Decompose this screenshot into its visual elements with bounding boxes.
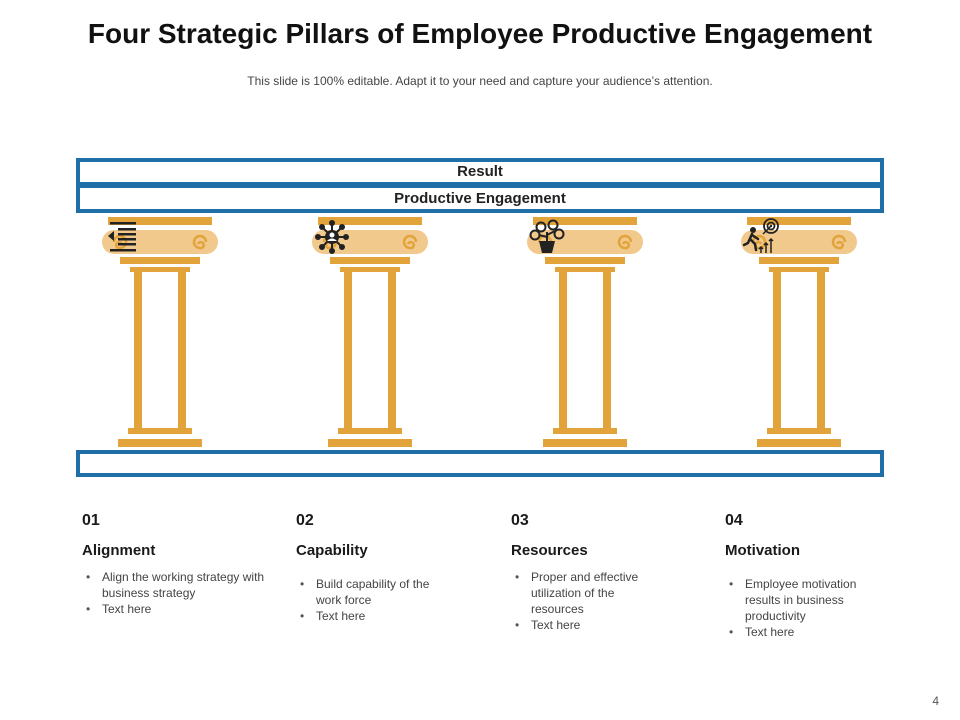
- bullet-item: Text here: [82, 601, 272, 617]
- pillar-info-3: 03 Resources Proper and effective utiliz…: [511, 512, 701, 633]
- pillar-heading: Resources: [511, 542, 588, 559]
- page-number: 4: [932, 694, 939, 708]
- bullet-item: Align the working strategy with business…: [82, 569, 272, 601]
- pillar-heading: Capability: [296, 542, 368, 559]
- pillar-number: 04: [725, 512, 743, 529]
- pillar-info-2: 02 Capability Build capability of the wo…: [296, 512, 486, 624]
- pillar-heading: Alignment: [82, 542, 156, 559]
- bullet-list: Build capability of the work force Text …: [296, 576, 486, 624]
- bullet-list: Proper and effective utilization of the …: [511, 569, 701, 633]
- slide-subtitle: This slide is 100% editable. Adapt it to…: [247, 74, 713, 88]
- slide-title: Four Strategic Pillars of Employee Produ…: [87, 18, 873, 49]
- engagement-label: Productive Engagement: [394, 190, 566, 207]
- pillar-4: [741, 217, 857, 447]
- bullet-item: Text here: [511, 617, 701, 633]
- bullet-item: Text here: [725, 624, 915, 640]
- pillar-number: 02: [296, 512, 314, 529]
- bullet-item: Proper and effective utilization of the …: [511, 569, 661, 617]
- pillar-1: [102, 217, 218, 447]
- result-bar: Result: [76, 158, 884, 186]
- bullet-item: Build capability of the work force: [296, 576, 436, 608]
- pillar-heading: Motivation: [725, 542, 800, 559]
- text-indent-icon: [108, 222, 136, 252]
- pillar-3: [527, 217, 643, 447]
- result-label: Result: [457, 163, 503, 180]
- pillar-number: 01: [82, 512, 100, 529]
- target-runner-icon: [742, 218, 779, 253]
- money-plant-icon: [529, 219, 565, 253]
- pillar-number: 03: [511, 512, 529, 529]
- network-people-icon: [315, 220, 349, 254]
- bullet-item: Text here: [296, 608, 486, 624]
- bullet-list: Align the working strategy with business…: [82, 569, 272, 617]
- bullet-list: Employee motivation results in business …: [725, 576, 915, 640]
- pillar-2: [312, 217, 428, 447]
- engagement-bar: Productive Engagement: [76, 184, 884, 213]
- pillar-info-4: 04 Motivation Employee motivation result…: [725, 512, 915, 640]
- pillar-info-1: 01 Alignment Align the working strategy …: [82, 512, 272, 617]
- bullet-item: Employee motivation results in business …: [725, 576, 880, 624]
- base-bar: [76, 450, 884, 477]
